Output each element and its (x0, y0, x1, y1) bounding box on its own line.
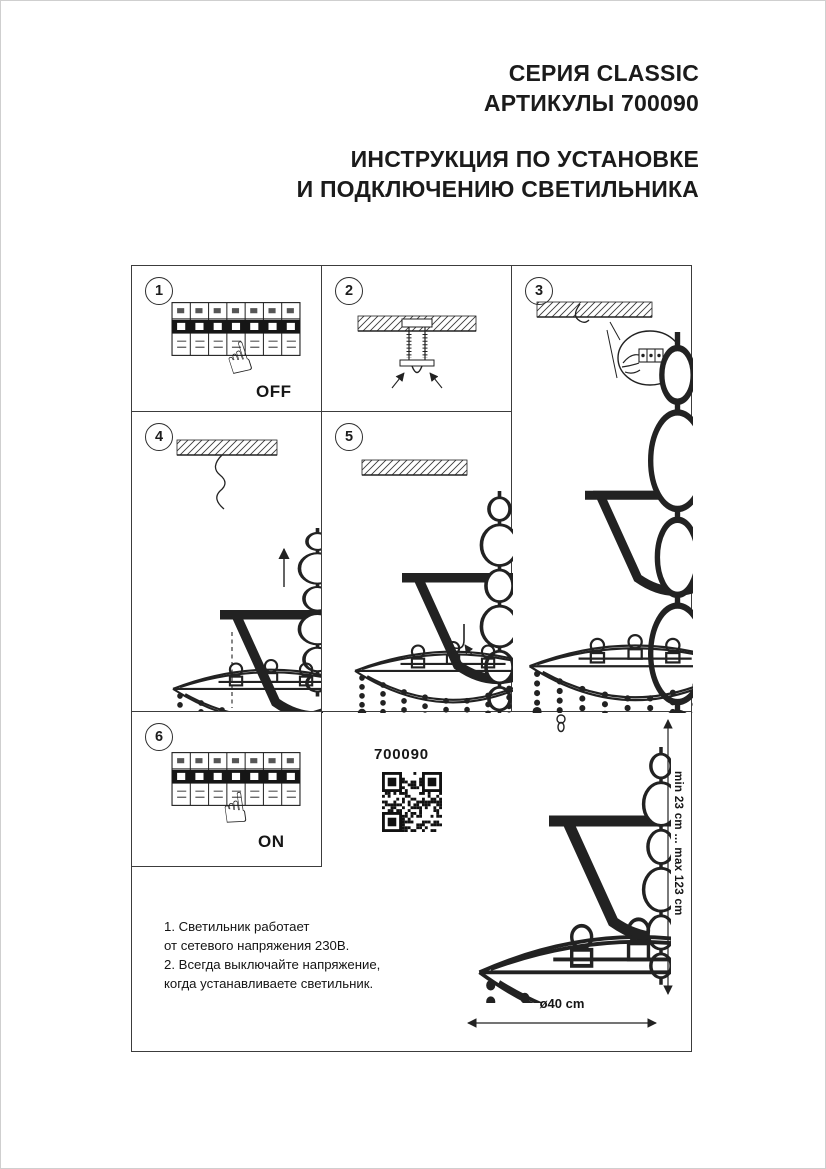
step-panel-3: 3 (511, 265, 693, 713)
step-number-badge-5: 5 (335, 423, 363, 451)
product-region: 700090 min 23 cm ... max 123 cm ø40 cm (322, 712, 691, 1050)
diameter-dimension-arrow (467, 1018, 657, 1028)
qr-code (382, 772, 442, 832)
step-panel-1: 1 ☝ OFF (131, 265, 322, 412)
on-label: ON (258, 832, 285, 851)
instruction-title-line2: И ПОДКЛЮЧЕНИЮ СВЕТИЛЬНИКА (296, 176, 699, 202)
step-panel-5: 5 (321, 411, 513, 713)
step-number-badge-4: 4 (145, 423, 173, 451)
document-header: СЕРИЯ CLASSIC АРТИКУЛЫ 700090 (484, 58, 699, 118)
chandelier-hanging-diagram (527, 301, 693, 713)
step-panel-6: 6 ☝ ON (131, 711, 322, 867)
note-line: от сетевого напряжения 230В. (164, 938, 350, 953)
note-line: когда устанавливаете светильник. (164, 976, 374, 991)
instruction-title: ИНСТРУКЦИЯ ПО УСТАНОВКЕ И ПОДКЛЮЧЕНИЮ СВ… (297, 144, 699, 204)
safety-notes: 1. Светильник работает от сетевого напря… (164, 917, 380, 993)
step-panel-4: 4 (131, 411, 323, 713)
step-panel-2: 2 (321, 265, 512, 412)
height-dimension-arrow (663, 719, 673, 995)
diameter-dimension-label: ø40 cm (539, 996, 585, 1011)
chandelier-mounted-diagram (353, 459, 513, 713)
step-number-badge-3: 3 (525, 277, 553, 305)
height-dimension-label: min 23 cm ... max 123 cm (672, 771, 684, 916)
step-number-badge-2: 2 (335, 277, 363, 305)
step-number-badge-1: 1 (145, 277, 173, 305)
series-title: СЕРИЯ CLASSIC (508, 60, 699, 86)
step-number-badge-6: 6 (145, 723, 173, 751)
note-line: 2. Всегда выключайте напряжение, (164, 957, 381, 972)
product-code: 700090 (374, 746, 429, 763)
note-line: 1. Светильник работает (164, 919, 310, 934)
hook-icon (448, 624, 474, 656)
ceiling-bracket-diagram (357, 315, 477, 389)
off-label: OFF (256, 382, 292, 401)
chandelier-main-diagram (451, 714, 671, 1003)
articles-title: АРТИКУЛЫ 700090 (483, 90, 699, 116)
chandelier-lift-diagram (171, 439, 323, 713)
instruction-title-line1: ИНСТРУКЦИЯ ПО УСТАНОВКЕ (350, 146, 699, 172)
